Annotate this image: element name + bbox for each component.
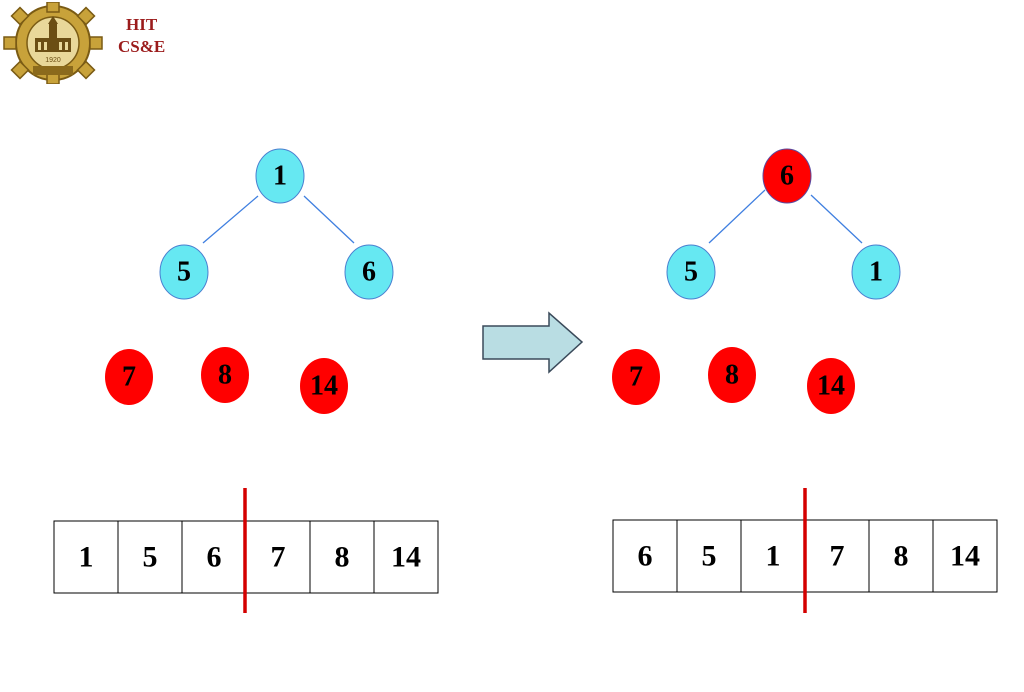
before-root-label: 1 — [273, 161, 287, 192]
before-panel: 1 5 6 7 8 14 1 5 — [53, 148, 439, 613]
before-array-cell-6 — [373, 520, 439, 594]
after-root-node: 6 — [762, 148, 812, 204]
after-sorted-node-1: 7 — [612, 349, 660, 405]
before-sorted-node-1: 7 — [105, 349, 153, 405]
building-icon — [35, 16, 71, 52]
before-left-node: 5 — [159, 244, 209, 300]
after-edge-root-left — [708, 189, 766, 244]
transition-arrow-icon — [482, 311, 584, 374]
after-array-value-5: 8 — [894, 540, 909, 573]
before-right-label: 6 — [362, 257, 376, 288]
after-sorted-node-2: 8 — [708, 347, 756, 403]
after-array-value-6: 14 — [950, 540, 980, 573]
before-array-value-1: 1 — [79, 541, 94, 574]
before-edge-root-left — [202, 195, 259, 244]
brand-text: HIT CS&E — [118, 14, 165, 58]
after-array-cell-5 — [868, 519, 934, 593]
after-array-value-1: 6 — [638, 540, 653, 573]
after-array-cell-6 — [932, 519, 998, 593]
brand-line-1: HIT — [126, 15, 158, 34]
after-root-label: 6 — [780, 161, 794, 192]
before-array-cell-4 — [245, 520, 311, 594]
after-array-value-3: 1 — [766, 540, 781, 573]
after-array-cell-4 — [804, 519, 870, 593]
before-sorted-node-2: 8 — [201, 347, 249, 403]
gear-icon — [3, 2, 103, 84]
brand-line-2: CS&E — [118, 37, 166, 56]
before-array-cell-1 — [53, 520, 119, 594]
after-sorted-label-2: 8 — [725, 360, 739, 391]
before-sorted-label-1: 7 — [122, 362, 136, 393]
after-array-value-4: 7 — [830, 540, 845, 573]
university-logo: 1920 — [3, 2, 103, 84]
logo-year-text: 1920 — [45, 57, 61, 64]
after-array-cell-1 — [612, 519, 678, 593]
after-edge-root-right — [810, 194, 863, 244]
before-sorted-node-3: 14 — [300, 358, 348, 414]
after-left-label: 5 — [684, 257, 698, 288]
after-sorted-label-3: 14 — [817, 371, 845, 402]
before-left-label: 5 — [177, 257, 191, 288]
before-array-value-6: 14 — [391, 541, 421, 574]
before-array-cell-5 — [309, 520, 375, 594]
before-sorted-label-3: 14 — [310, 371, 338, 402]
before-edge-root-right — [303, 195, 355, 244]
before-right-node: 6 — [344, 244, 394, 300]
after-left-node: 5 — [666, 244, 716, 300]
before-array-value-4: 7 — [271, 541, 286, 574]
before-array-value-5: 8 — [335, 541, 350, 574]
before-array: 1 5 6 7 8 14 — [53, 520, 439, 594]
before-sorted-label-2: 8 — [218, 360, 232, 391]
before-array-cell-2 — [117, 520, 183, 594]
after-array-cell-2 — [676, 519, 742, 593]
after-sorted-label-1: 7 — [629, 362, 643, 393]
after-panel: 6 5 1 7 8 14 6 5 — [612, 148, 998, 613]
logo-banner — [33, 66, 73, 75]
after-right-node: 1 — [851, 244, 901, 300]
after-sorted-node-3: 14 — [807, 358, 855, 414]
before-array-value-2: 5 — [143, 541, 158, 574]
before-array-cell-3 — [181, 520, 247, 594]
after-array-value-2: 5 — [702, 540, 717, 573]
before-array-value-3: 6 — [207, 541, 222, 574]
after-array: 6 5 1 7 8 14 — [612, 519, 998, 593]
before-root-node: 1 — [255, 148, 305, 204]
after-right-label: 1 — [869, 257, 883, 288]
